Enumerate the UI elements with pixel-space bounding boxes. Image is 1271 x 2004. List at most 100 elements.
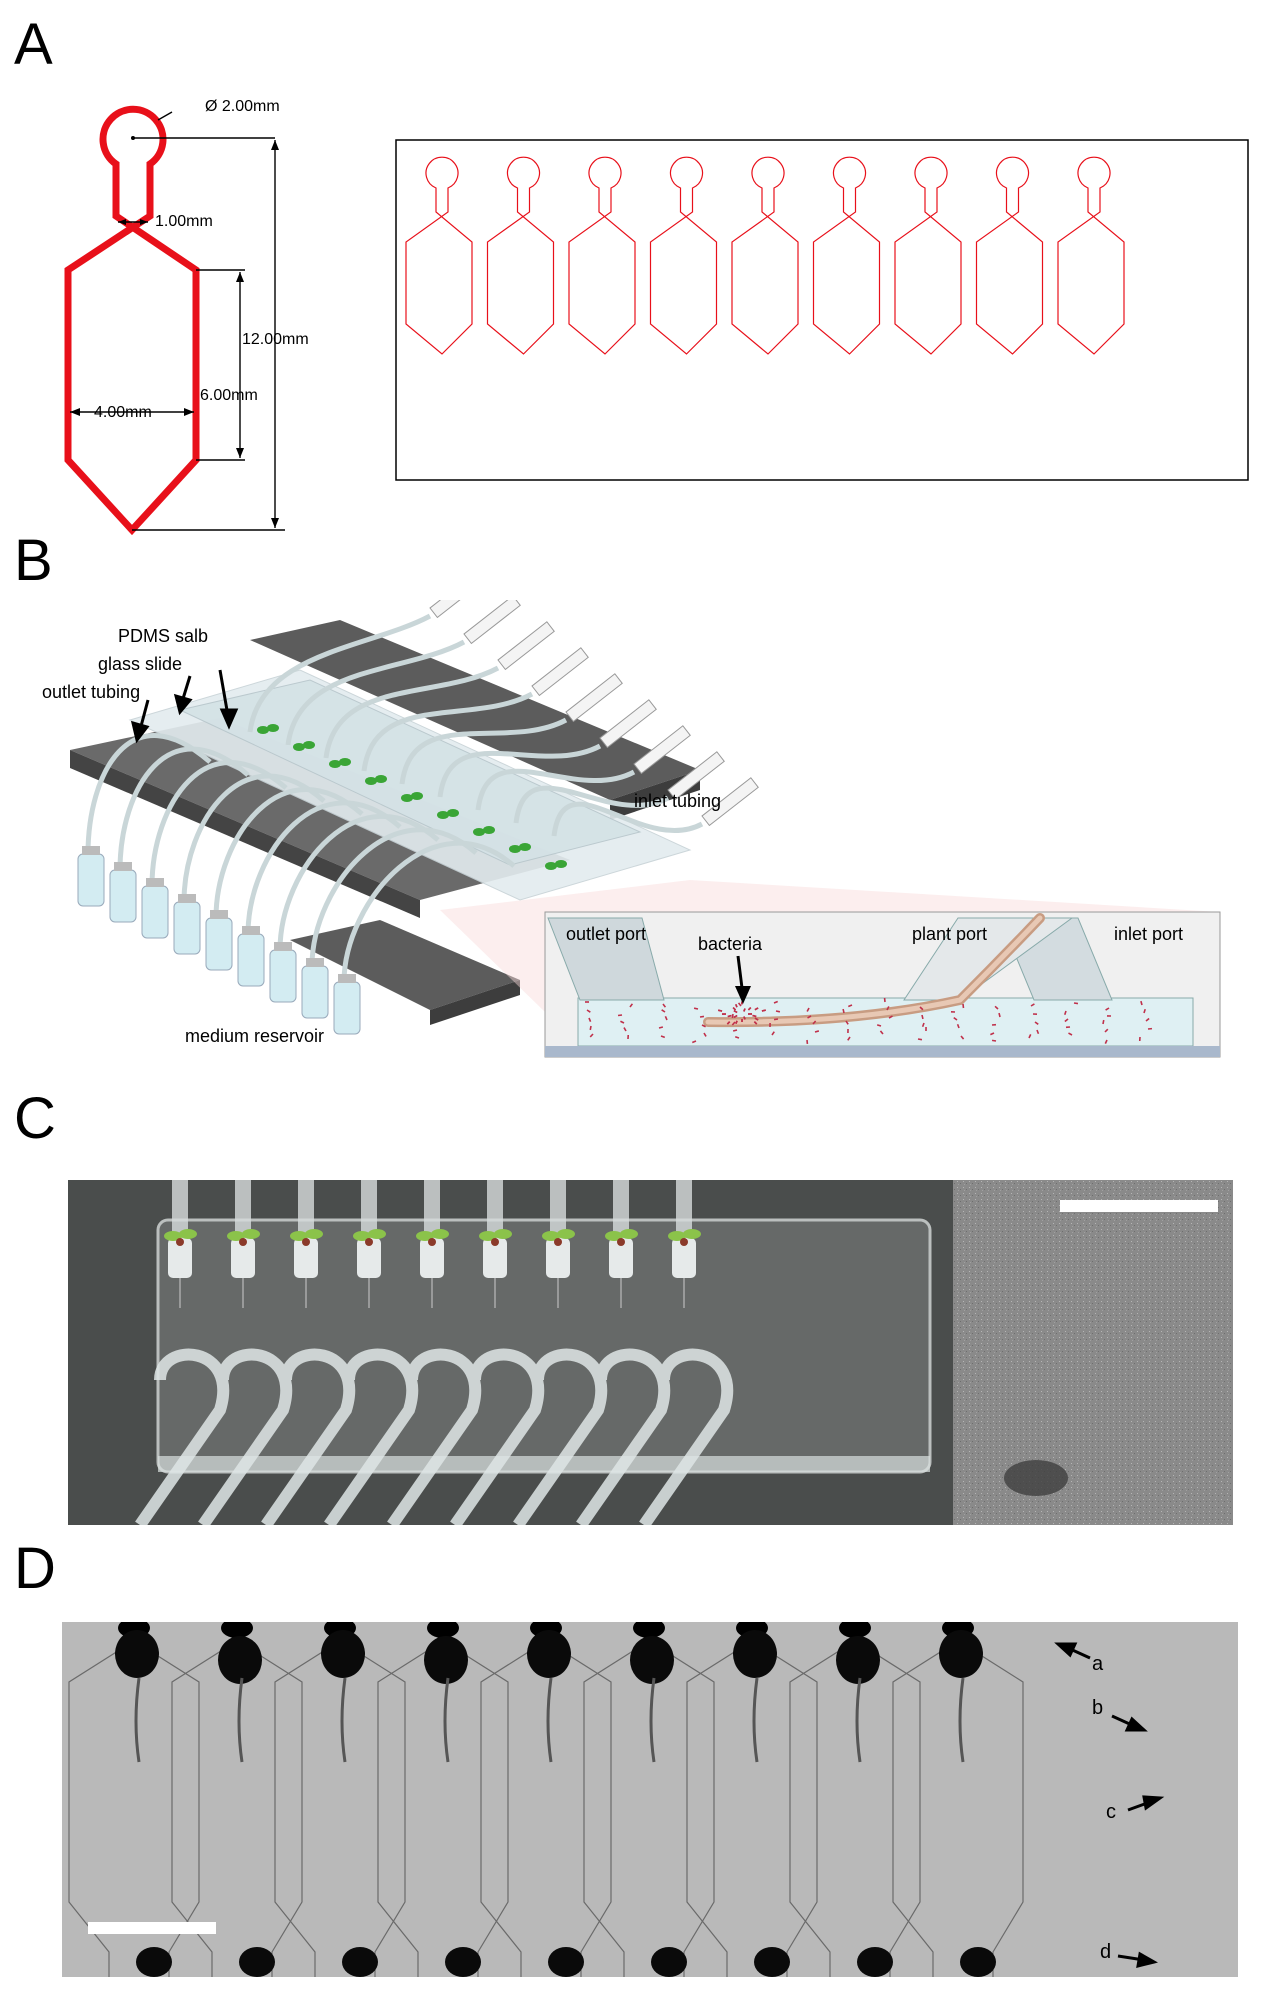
bacterium xyxy=(1104,1028,1109,1033)
seedling xyxy=(437,811,449,819)
seed-shadow xyxy=(115,1630,159,1678)
seedling xyxy=(227,1231,245,1241)
reservoir-vial xyxy=(333,981,361,1035)
seedling xyxy=(683,1229,701,1239)
seedling xyxy=(303,741,315,749)
bacterium xyxy=(1143,1008,1146,1014)
bacterium xyxy=(732,1029,738,1032)
inlet-tube xyxy=(323,665,500,759)
seed-shadow xyxy=(733,1630,777,1678)
seedling xyxy=(479,1231,497,1241)
bacterium xyxy=(886,1006,890,1011)
seedling xyxy=(447,809,459,817)
reservoir-vial xyxy=(237,933,265,987)
seed xyxy=(680,1238,688,1246)
vial-cap xyxy=(338,974,356,983)
reservoir-vial xyxy=(301,965,329,1019)
seedling xyxy=(164,1231,182,1241)
bacterium xyxy=(812,1020,817,1025)
bacterium-cluster xyxy=(733,1014,738,1019)
bacterium xyxy=(960,1035,965,1040)
bacterium xyxy=(731,1021,736,1026)
bacterium xyxy=(773,1018,779,1021)
bacterium xyxy=(629,1003,634,1008)
scale-bar xyxy=(1060,1200,1218,1212)
vial-cap xyxy=(114,862,132,871)
bacterium-cluster xyxy=(717,1009,723,1012)
bacterium xyxy=(956,1023,960,1029)
bacterium xyxy=(919,1006,924,1011)
label-plant-port: plant port xyxy=(912,924,987,944)
panel-letter-b: B xyxy=(14,528,53,593)
seedling xyxy=(431,1229,449,1239)
bacterium xyxy=(693,1007,699,1010)
label-pdms-slab: PDMS salb xyxy=(118,626,208,646)
bacterium xyxy=(1028,1034,1032,1039)
bacterium-cluster xyxy=(743,1016,746,1020)
reservoir-vial xyxy=(109,869,137,923)
device-photo xyxy=(68,1180,1233,1525)
bacterium xyxy=(586,1009,591,1013)
bacterium xyxy=(1030,1003,1035,1007)
seedling xyxy=(519,843,531,851)
inlet-port-shadow xyxy=(239,1947,275,1977)
marker-b: b xyxy=(1092,1697,1103,1719)
outlet-tube xyxy=(181,773,326,903)
syringe xyxy=(531,647,589,697)
inlet-tube xyxy=(285,639,466,746)
seed xyxy=(239,1238,247,1246)
marker-c: c xyxy=(1106,1801,1116,1823)
bacterium xyxy=(1104,1039,1108,1044)
root xyxy=(237,1677,244,1763)
inlet-port-shadow xyxy=(445,1947,481,1977)
inlet-tube xyxy=(475,768,636,811)
seed xyxy=(554,1238,562,1246)
bacterium xyxy=(847,1036,851,1041)
seed-shadow xyxy=(836,1636,880,1684)
seed xyxy=(176,1238,184,1246)
bacterium xyxy=(806,1007,810,1012)
reservoir-vial xyxy=(173,901,201,955)
root xyxy=(855,1677,862,1763)
seed xyxy=(491,1238,499,1246)
bacterium xyxy=(842,1008,845,1014)
seedling xyxy=(494,1229,512,1239)
seedling xyxy=(542,1231,560,1241)
seedling xyxy=(416,1231,434,1241)
plant-port xyxy=(672,1238,696,1278)
bacterium-cluster xyxy=(761,1009,766,1012)
root xyxy=(134,1677,141,1763)
bacterium xyxy=(623,1027,627,1032)
inlet-tube xyxy=(676,1180,692,1240)
bacterium-cluster xyxy=(754,1007,759,1011)
plant-port xyxy=(420,1238,444,1278)
syringe xyxy=(463,600,521,645)
bacterium xyxy=(953,1017,958,1021)
inlet-port-shadow xyxy=(548,1947,584,1977)
seedling xyxy=(329,760,341,768)
seedling xyxy=(555,860,567,868)
reservoir-vial xyxy=(269,949,297,1003)
seed xyxy=(302,1238,310,1246)
seed-shadow xyxy=(939,1630,983,1678)
bacterium xyxy=(814,1030,820,1033)
bacterium xyxy=(1145,1017,1150,1022)
inlet-port-shadow xyxy=(857,1947,893,1977)
outlet-tube-loop xyxy=(450,1348,544,1525)
seed-shadow xyxy=(630,1636,674,1684)
outlet-port-shadow xyxy=(839,1622,871,1638)
bacterium xyxy=(845,1020,849,1025)
marker-d: d xyxy=(1100,1941,1111,1963)
bacterium xyxy=(1034,1021,1039,1025)
inlet-tube xyxy=(172,1180,188,1240)
seedling xyxy=(339,758,351,766)
bacterium xyxy=(1073,1002,1079,1005)
chamber-array-drawing xyxy=(395,139,1249,481)
array-chamber xyxy=(486,156,555,355)
plant-port xyxy=(231,1238,255,1278)
outlet-tube-loop xyxy=(261,1348,355,1525)
outlet-port-shadow xyxy=(427,1622,459,1638)
bacterium xyxy=(990,1032,995,1036)
label-inlet-port: inlet port xyxy=(1114,924,1183,944)
inlet-tube xyxy=(361,1180,377,1240)
